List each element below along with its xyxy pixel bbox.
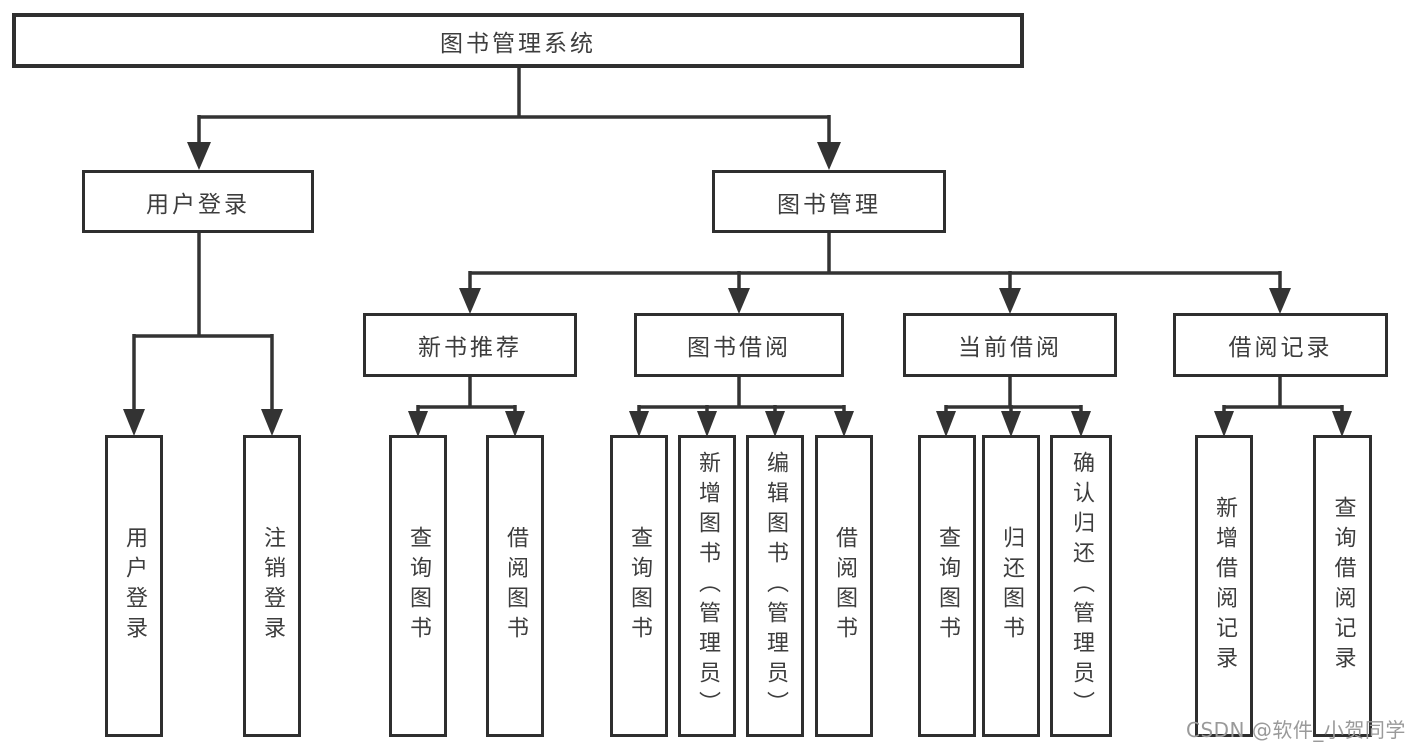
- leaf-confirm-return-admin: 确认归还（管理员）: [1050, 435, 1112, 737]
- csdn-watermark: CSDN @软件_小贺同学: [1186, 718, 1405, 742]
- leaf-query-books-borrow: 查询图书: [610, 435, 668, 737]
- leaf-add-borrow-record: 新增借阅记录: [1195, 435, 1253, 737]
- connector-records-children: [1214, 375, 1352, 437]
- connector-current-children: [936, 375, 1091, 437]
- connector-root-to-level2: [187, 66, 841, 170]
- connector-borrow-children: [629, 375, 854, 437]
- leaf-user-login: 用户登录: [105, 435, 163, 737]
- leaf-query-books-recommend: 查询图书: [389, 435, 447, 737]
- node-borrow-records: 借阅记录: [1173, 313, 1388, 377]
- connector-book-management-children: [459, 231, 1291, 314]
- connector-recommend-children: [408, 375, 525, 437]
- node-book-management: 图书管理: [712, 170, 946, 233]
- leaf-add-book-admin: 新增图书（管理员）: [678, 435, 736, 737]
- leaf-edit-book-admin: 编辑图书（管理员）: [746, 435, 804, 737]
- node-current-borrow: 当前借阅: [903, 313, 1117, 377]
- leaf-query-books-current: 查询图书: [918, 435, 976, 737]
- node-library-system: 图书管理系统: [12, 13, 1024, 68]
- leaf-borrow-books-borrow: 借阅图书: [815, 435, 873, 737]
- leaf-return-book: 归还图书: [982, 435, 1040, 737]
- node-new-book-recommend: 新书推荐: [363, 313, 577, 377]
- leaf-logout: 注销登录: [243, 435, 301, 737]
- connector-user-login-children: [123, 231, 283, 436]
- leaf-borrow-books-recommend: 借阅图书: [486, 435, 544, 737]
- node-user-login: 用户登录: [82, 170, 314, 233]
- leaf-query-borrow-record: 查询借阅记录: [1313, 435, 1372, 737]
- node-book-borrow: 图书借阅: [634, 313, 844, 377]
